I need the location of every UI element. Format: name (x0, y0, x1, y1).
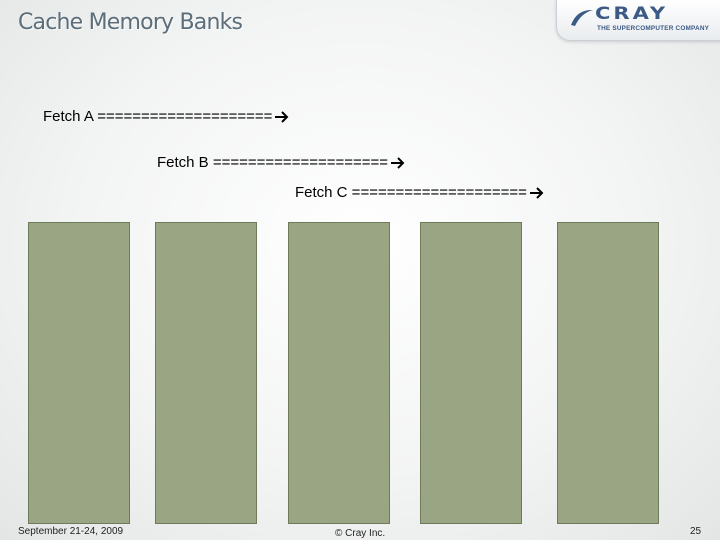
memory-bank-2 (155, 222, 257, 524)
page-number: 25 (690, 526, 702, 537)
memory-bank-1 (28, 222, 130, 524)
fetch-b-row: Fetch B ==================== (157, 154, 406, 171)
logo-tagline: THE SUPERCOMPUTER COMPANY (597, 25, 710, 32)
memory-bank-5 (557, 222, 659, 524)
fetch-c-row: Fetch C ==================== (295, 184, 545, 201)
cray-swoosh-icon (571, 9, 593, 26)
fetch-a-row: Fetch A ==================== (43, 108, 290, 125)
fetch-c-label: Fetch C ==================== (295, 184, 527, 201)
footer-date: September 21-24, 2009 (18, 526, 124, 537)
right-arrow-icon (529, 186, 544, 199)
footer-copyright: © Cray Inc. (335, 528, 386, 539)
logo-wordmark: CRAY (595, 4, 669, 24)
memory-bank-3 (288, 222, 390, 524)
right-arrow-icon (275, 110, 289, 123)
right-arrow-icon (391, 156, 405, 169)
cray-logo: CRAY THE SUPERCOMPUTER COMPANY (556, 0, 720, 41)
fetch-a-label: Fetch A ==================== (43, 108, 273, 125)
memory-bank-4 (420, 222, 522, 524)
fetch-b-label: Fetch B ==================== (157, 154, 389, 171)
slide-title: Cache Memory Banks (18, 10, 243, 35)
